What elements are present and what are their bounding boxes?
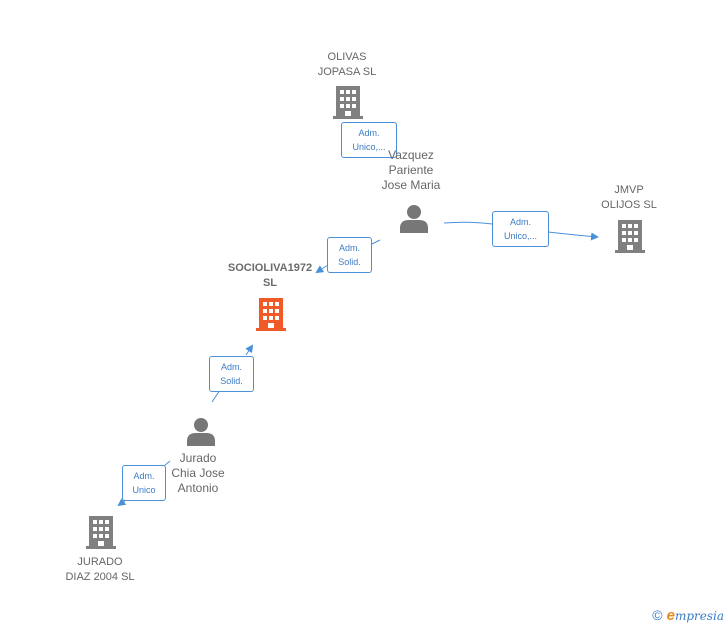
main-building-icon[interactable] xyxy=(256,296,286,332)
edge-vazquez-jmvp xyxy=(443,221,597,237)
building-icon[interactable] xyxy=(86,514,116,550)
node-label-olivas: OLIVAS JOPASA SL xyxy=(318,50,377,80)
label-line: Antonio xyxy=(177,481,219,495)
label-line: JMVP xyxy=(614,184,644,196)
person-icon[interactable] xyxy=(399,203,429,233)
person-icon[interactable] xyxy=(186,416,216,446)
node-label-jurado-person: Jurado Chia Jose Antonio xyxy=(171,451,224,496)
role-box-vazquez-jmvp[interactable]: Adm. Unico,... xyxy=(492,211,549,247)
edge-vazquez-socioliva xyxy=(317,239,381,272)
label-line: OLIJOS SL xyxy=(601,199,657,211)
role-box-olivas-vazquez[interactable]: Adm. Unico,... xyxy=(341,122,397,158)
label-line: OLIVAS xyxy=(327,51,367,63)
copyright-icon: © xyxy=(652,607,663,623)
role-box-jurado-socioliva[interactable]: Adm. Solid. xyxy=(209,356,254,392)
role-box-jurado-diaz[interactable]: Adm. Unico xyxy=(122,465,166,501)
building-icon[interactable] xyxy=(333,84,363,120)
label-line: Vazquez xyxy=(388,148,434,162)
label-line: SL xyxy=(262,277,278,289)
role-box-vazquez-socioliva[interactable]: Adm. Solid. xyxy=(327,237,372,273)
label-line: JURADO xyxy=(77,556,123,568)
edge-jurado-socioliva xyxy=(211,346,252,403)
node-label-vazquez: Vazquez Pariente Jose Maria xyxy=(382,148,441,193)
label-line: Pariente xyxy=(388,163,434,177)
empresia-logo: ©empresia xyxy=(652,607,724,624)
label-line: Jose Maria xyxy=(381,178,441,192)
role-line: Unico xyxy=(132,485,156,495)
label-line: JOPASA SL xyxy=(317,66,377,78)
label-line: SOCIOLIVA1972 xyxy=(227,262,313,274)
role-line: Unico,... xyxy=(352,142,386,152)
role-line: Solid. xyxy=(338,257,361,267)
node-label-jmvp: JMVP OLIJOS SL xyxy=(601,183,657,213)
label-line: DIAZ 2004 SL xyxy=(65,571,135,583)
label-line: Chia Jose xyxy=(171,466,225,480)
role-line: Adm. xyxy=(338,243,360,253)
role-line: Adm. xyxy=(133,471,155,481)
brand-rest: mpresia xyxy=(674,609,724,623)
node-label-jurado-diaz: JURADO DIAZ 2004 SL xyxy=(65,555,134,585)
label-line: Jurado xyxy=(179,451,217,465)
building-icon[interactable] xyxy=(615,218,645,254)
role-line: Adm. xyxy=(358,128,380,138)
node-label-socioliva: SOCIOLIVA1972 SL xyxy=(228,261,312,291)
role-line: Unico,... xyxy=(503,231,537,241)
role-line: Adm. xyxy=(509,217,531,227)
role-line: Adm. xyxy=(220,362,242,372)
role-line: Solid. xyxy=(220,376,243,386)
brand-e: e xyxy=(666,607,675,624)
